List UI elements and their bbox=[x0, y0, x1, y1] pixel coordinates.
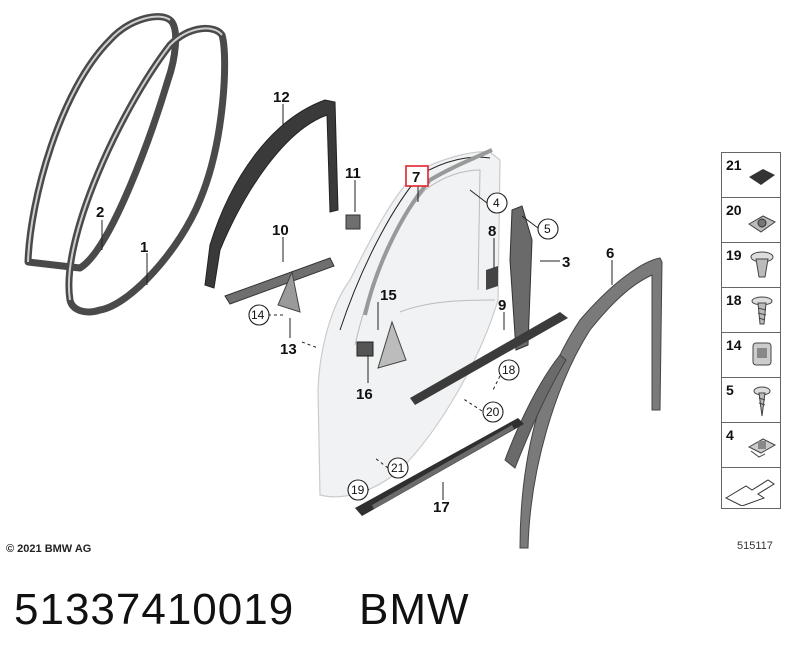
window-guide-channel bbox=[204, 99, 339, 289]
callout-2: 2 bbox=[96, 204, 104, 221]
screw-icon bbox=[753, 386, 771, 417]
trim-strip bbox=[224, 257, 335, 305]
callout-12: 12 bbox=[273, 89, 290, 106]
legend-item: 5 bbox=[721, 377, 781, 422]
legend-item: 18 bbox=[721, 287, 781, 332]
callout-1: 1 bbox=[140, 239, 148, 256]
clip-nut-icon bbox=[748, 215, 776, 233]
callout-11: 11 bbox=[345, 165, 361, 182]
belt-bracket bbox=[486, 266, 498, 290]
callout-labels: 1 2 3 6 8 9 10 11 12 13 15 16 17 bbox=[96, 89, 614, 516]
legend-item: 4 bbox=[721, 422, 781, 467]
door-handle-line bbox=[399, 299, 496, 313]
part-number: 51337410019 bbox=[14, 585, 295, 634]
belt-moulding bbox=[410, 312, 568, 405]
legend-num: 19 bbox=[726, 247, 742, 263]
door-seal-outer bbox=[24, 13, 180, 272]
triangle-cover bbox=[277, 270, 301, 313]
mirror-triangle bbox=[377, 320, 407, 369]
circled-callouts: 14 4 5 18 20 21 19 bbox=[248, 192, 559, 501]
callout-3: 3 bbox=[562, 254, 570, 271]
leader-lines bbox=[101, 104, 613, 500]
callout-7-highlighted: 7 bbox=[405, 165, 429, 187]
brand-name: BMW bbox=[359, 585, 470, 634]
expanding-rivet-icon bbox=[750, 251, 774, 278]
legend-num: 4 bbox=[726, 427, 734, 443]
diagram-number: 515117 bbox=[737, 540, 773, 552]
callout-10: 10 bbox=[272, 222, 289, 239]
callout-18: 18 bbox=[502, 363, 516, 377]
svg-text:7: 7 bbox=[412, 169, 420, 186]
callout-5: 5 bbox=[544, 222, 551, 236]
callout-6: 6 bbox=[606, 245, 614, 262]
frame-seal-lower bbox=[504, 354, 567, 469]
screw-with-washer-icon bbox=[751, 296, 773, 325]
legend-item: 19 bbox=[721, 242, 781, 287]
callout-4: 4 bbox=[493, 196, 500, 210]
callout-16: 16 bbox=[356, 386, 373, 403]
legend-item: 20 bbox=[721, 197, 781, 242]
exploded-parts-diagram: 1 2 3 6 8 9 10 11 12 13 15 16 17 7 14 4 … bbox=[24, 13, 663, 549]
legend-num: 5 bbox=[726, 382, 734, 398]
window-channel-highlighted bbox=[363, 148, 493, 316]
callout-13: 13 bbox=[280, 341, 297, 358]
legend-item: 21 bbox=[721, 152, 781, 197]
callout-20: 20 bbox=[486, 405, 500, 419]
door-seal-inner bbox=[65, 24, 229, 316]
legend-num: 20 bbox=[726, 202, 742, 218]
callout-17: 17 bbox=[433, 499, 450, 516]
callout-21: 21 bbox=[391, 461, 405, 475]
sill-strip-inner bbox=[372, 425, 514, 509]
legend-item: 14 bbox=[721, 332, 781, 377]
mirror-clip bbox=[356, 341, 374, 357]
legend-item bbox=[721, 467, 781, 509]
callout-9: 9 bbox=[498, 297, 506, 314]
legend-num: 14 bbox=[726, 337, 742, 353]
window-frame bbox=[339, 156, 491, 331]
callout-15: 15 bbox=[380, 287, 397, 304]
legend-num: 21 bbox=[726, 157, 742, 173]
fastener-legend: 21 20 19 18 14 5 bbox=[721, 152, 781, 509]
direction-arrow-icon bbox=[724, 479, 775, 506]
copyright-text: © 2021 BMW AG bbox=[6, 543, 92, 555]
flat-pad-icon bbox=[749, 169, 775, 185]
callout-8: 8 bbox=[488, 223, 496, 240]
b-pillar-trim bbox=[509, 205, 533, 351]
callout-19: 19 bbox=[351, 483, 365, 497]
small-bracket bbox=[345, 214, 361, 230]
legend-num: 18 bbox=[726, 292, 742, 308]
clip-with-tab-icon bbox=[747, 438, 777, 458]
callout-14: 14 bbox=[251, 308, 265, 322]
clip-icon bbox=[752, 342, 772, 366]
